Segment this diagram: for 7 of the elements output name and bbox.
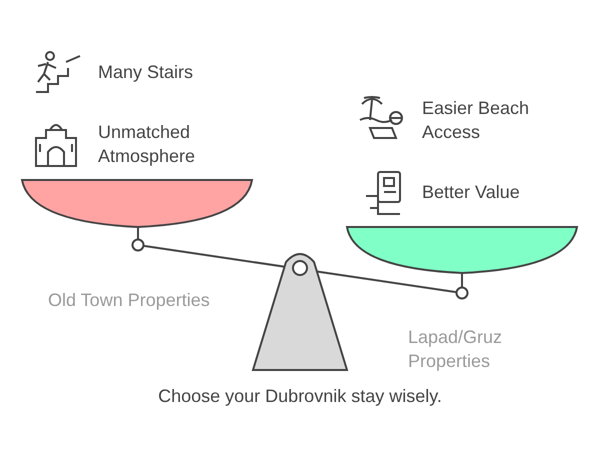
feature-label: Easier Beach Access <box>422 97 530 144</box>
caption: Choose your Dubrovnik stay wisely. <box>157 385 443 408</box>
feature-label: Unmatched Atmosphere <box>98 121 196 168</box>
option-label: Old Town Properties <box>48 289 211 312</box>
feature-label: Many Stairs <box>98 61 194 84</box>
option-label: Lapad/Gruz Properties <box>408 326 504 373</box>
feature-label: Better Value <box>422 181 521 204</box>
